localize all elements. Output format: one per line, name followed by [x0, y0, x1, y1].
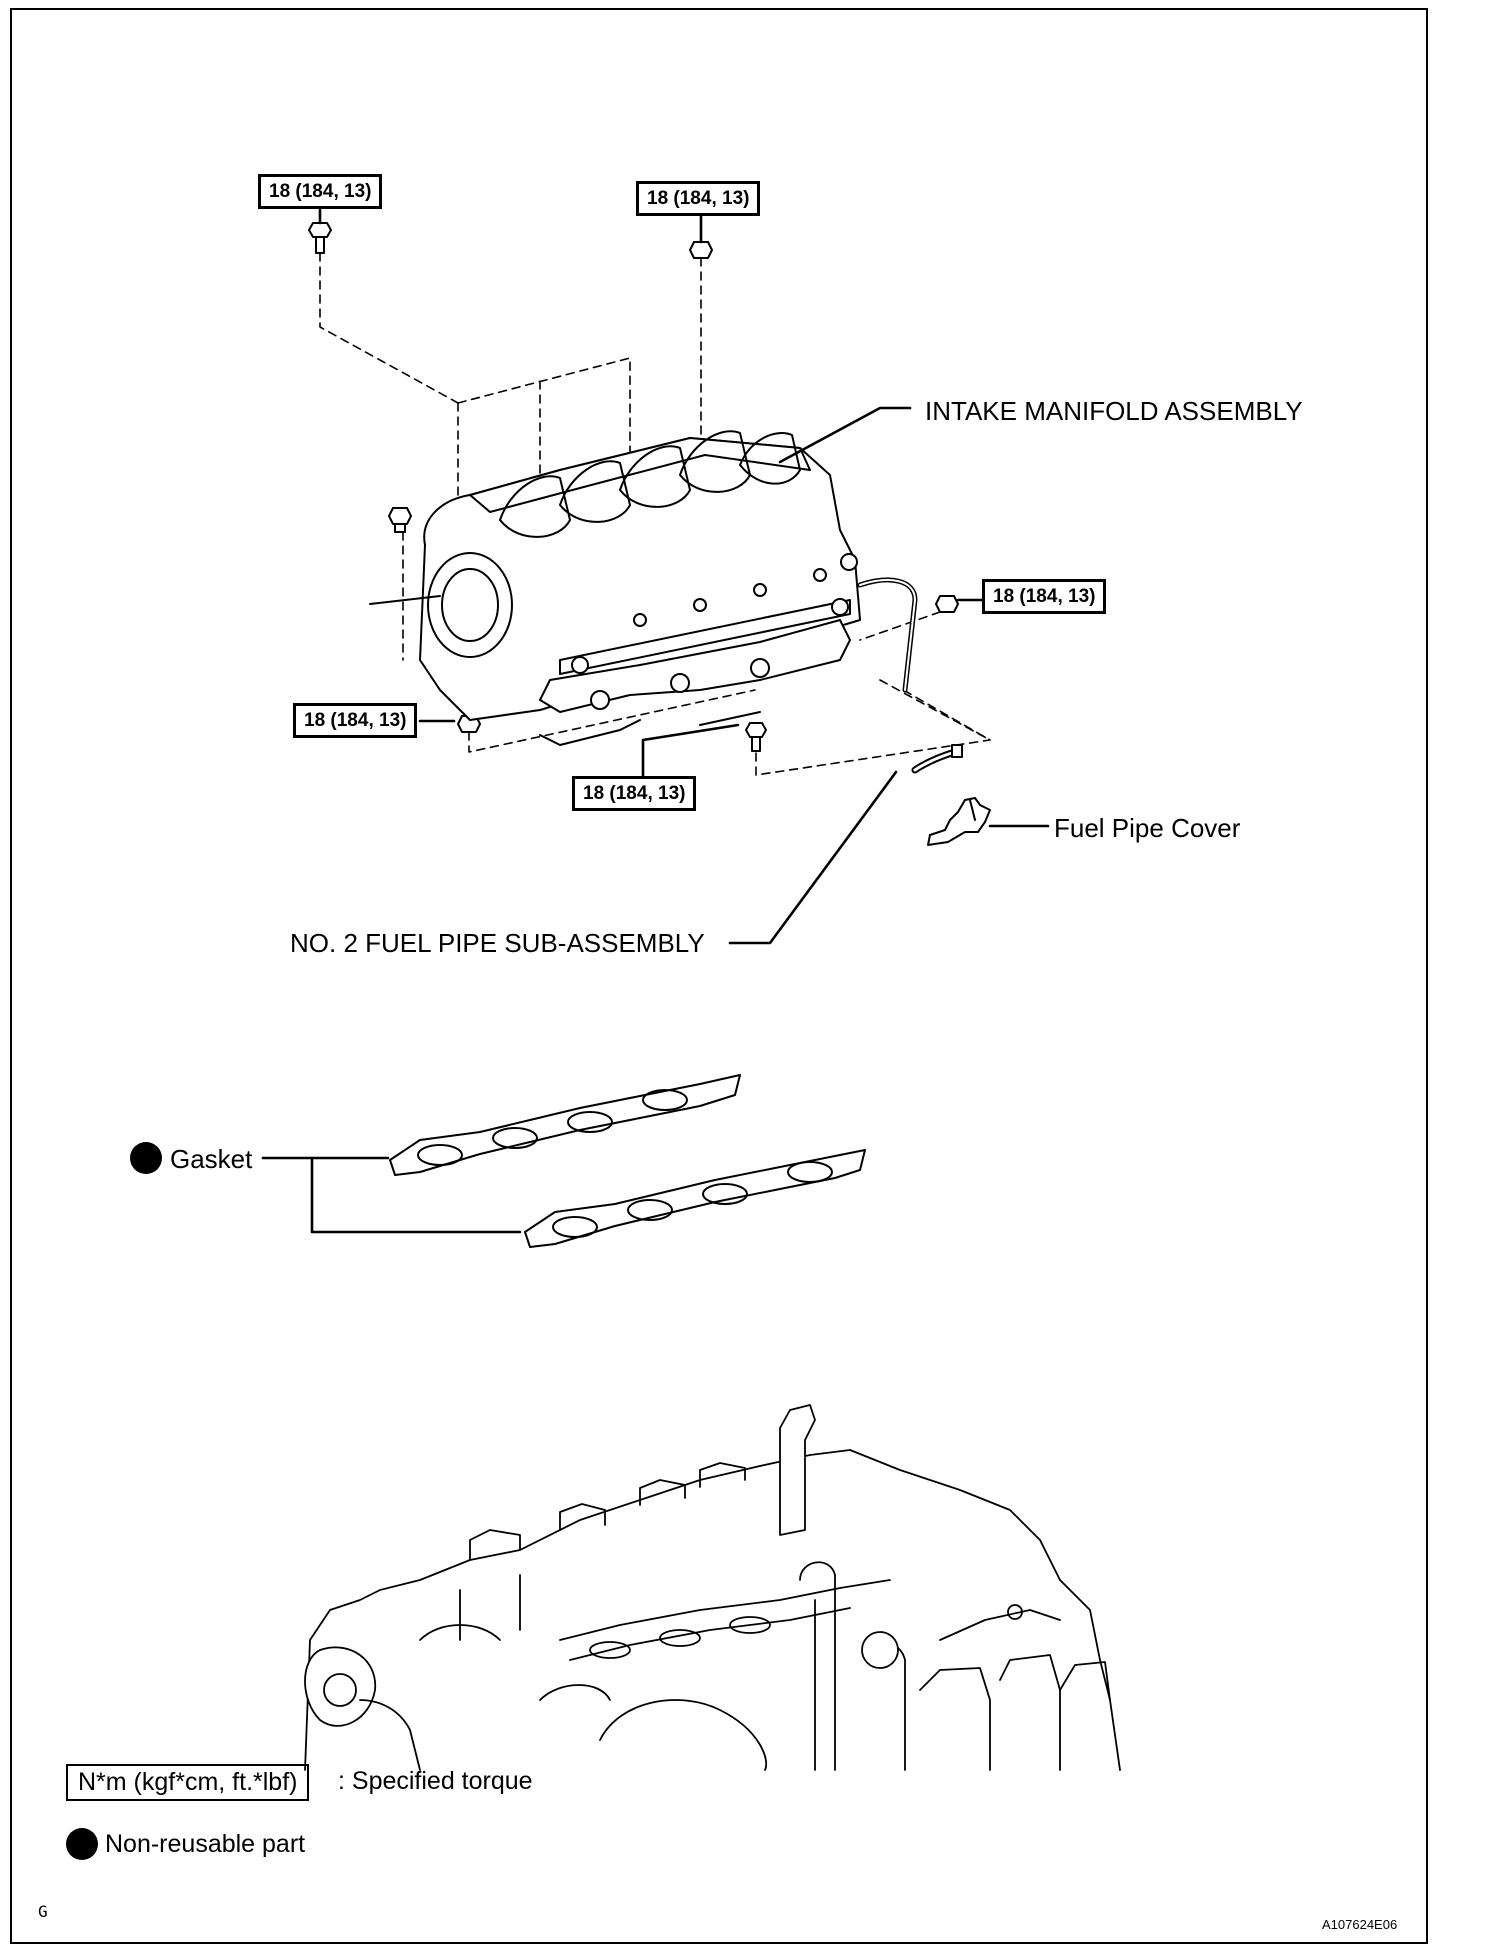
- intake-manifold-label: INTAKE MANIFOLD ASSEMBLY: [925, 396, 1303, 426]
- bolt-icon: [308, 222, 332, 254]
- torque-callout: 18 (184, 13): [636, 181, 761, 216]
- torque-callout: 18 (184, 13): [982, 579, 1107, 614]
- torque-legend-text: : Specified torque: [338, 1767, 533, 1795]
- nonreusable-legend-text: Non-reusable part: [105, 1830, 306, 1858]
- gasket-label: Gasket: [170, 1144, 253, 1174]
- figure-id: A107624E06: [1322, 1917, 1398, 1932]
- nut-icon: [388, 507, 412, 533]
- torque-legend-box: N*m (kgf*cm, ft.*lbf): [66, 1764, 310, 1801]
- nut-icon: [935, 595, 959, 613]
- nonreusable-legend-icon: [66, 1828, 98, 1860]
- torque-callout: 18 (184, 13): [572, 776, 697, 811]
- nonreusable-marker-icon: [130, 1142, 162, 1174]
- torque-callout: 18 (184, 13): [258, 174, 383, 209]
- intake-manifold-drawing: [369, 430, 918, 746]
- torque-callout: 18 (184, 13): [293, 703, 418, 738]
- fuel-pipe-label: NO. 2 FUEL PIPE SUB-ASSEMBLY: [290, 928, 705, 958]
- fuel-pipe-cover-label: Fuel Pipe Cover: [1054, 813, 1241, 843]
- fuel-pipe-cover-drawing: [927, 797, 991, 846]
- page-frame: [10, 8, 1428, 1944]
- page-code: G: [38, 1902, 48, 1921]
- leader-lines: [261, 208, 1050, 1234]
- bolt-icon: [745, 722, 767, 752]
- bolt-icon: [689, 241, 713, 259]
- fuel-pipe-drawing: [911, 744, 963, 774]
- gasket-drawing: [389, 1074, 866, 1248]
- engine-block-drawing: [304, 1404, 1121, 1771]
